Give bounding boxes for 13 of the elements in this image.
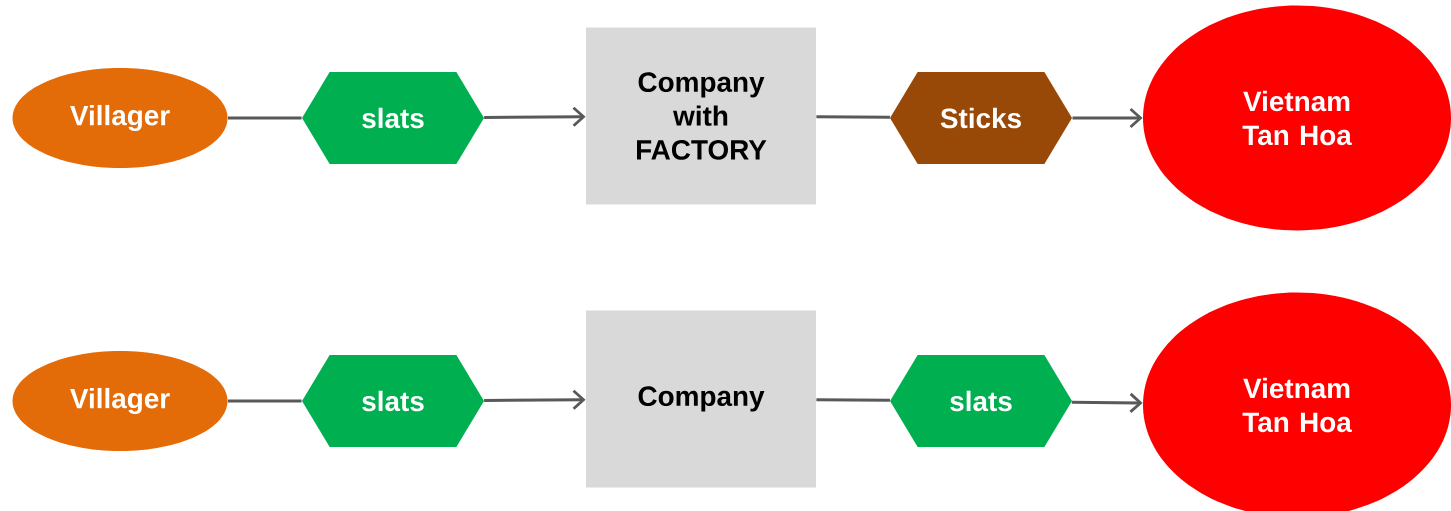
- hexagon-label: slats: [302, 355, 484, 447]
- hexagon-label: Sticks: [890, 72, 1072, 164]
- arrow: [1071, 392, 1143, 413]
- ellipse-node: Villager: [12, 68, 228, 168]
- process-box: Company with FACTORY: [586, 27, 816, 205]
- process-box: Company: [586, 310, 816, 488]
- arrow: [1072, 107, 1143, 129]
- arrow: [484, 389, 586, 410]
- hexagon-label: slats: [890, 355, 1072, 447]
- hexagon-label: slats: [302, 72, 484, 164]
- arrow: [484, 106, 586, 127]
- ellipse-node: Villager: [12, 351, 228, 451]
- ellipse-node: Vietnam Tan Hoa: [1143, 5, 1451, 231]
